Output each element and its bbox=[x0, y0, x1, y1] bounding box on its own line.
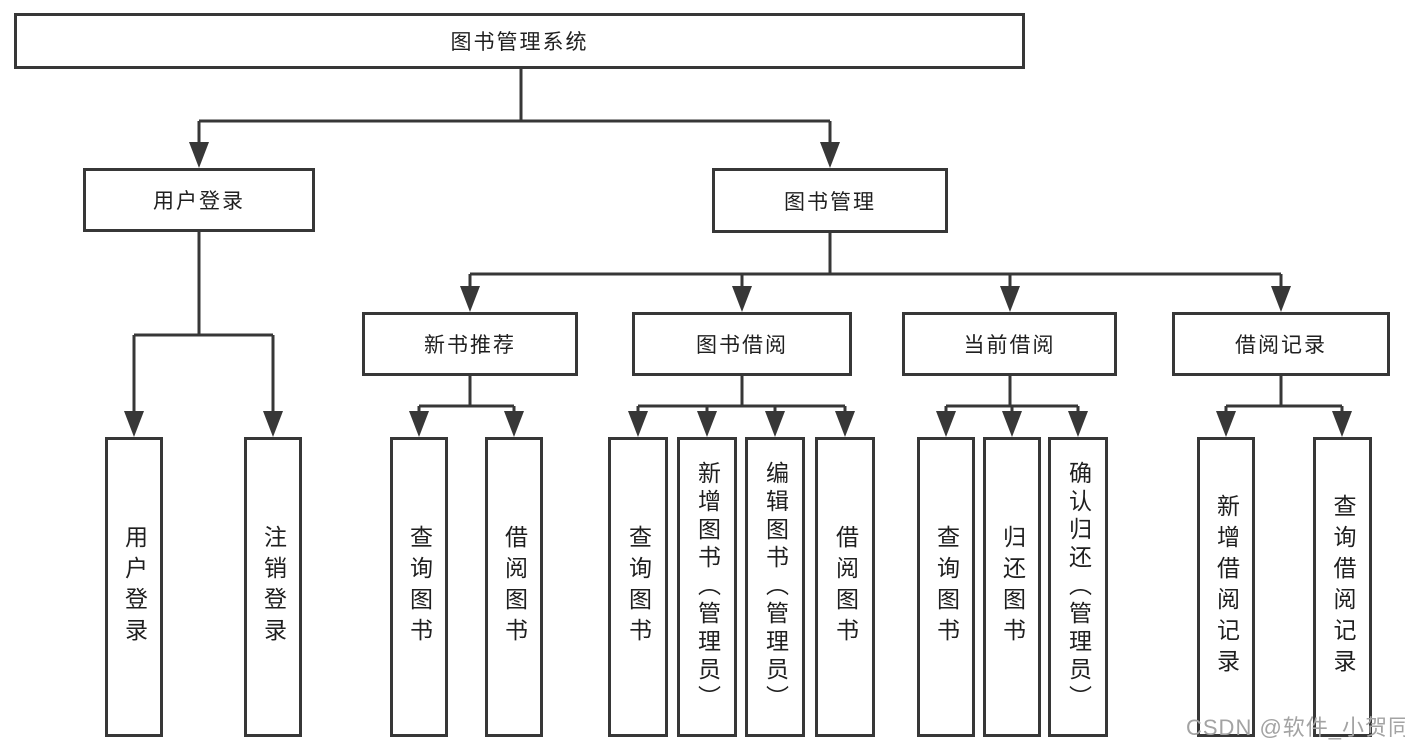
node-label: 当前借阅 bbox=[963, 334, 1056, 357]
node-label: 确认归还（管理员） bbox=[1065, 461, 1092, 713]
watermark: CSDN @软件_小贺同学 bbox=[1186, 715, 1405, 740]
node-book-management: 图书管理 bbox=[712, 168, 948, 233]
leaf-return-books: 归还图书 bbox=[983, 437, 1041, 737]
node-label: 查询图书 bbox=[406, 525, 433, 649]
node-label: 借阅记录 bbox=[1235, 334, 1327, 357]
node-label: 用户登录 bbox=[121, 525, 148, 649]
leaf-query-borrow-record: 查询借阅记录 bbox=[1313, 437, 1372, 737]
node-label: 图书借阅 bbox=[696, 334, 788, 357]
node-label: 查询图书 bbox=[933, 525, 960, 649]
leaf-user-login: 用户登录 bbox=[105, 437, 163, 737]
leaf-confirm-return-admin: 确认归还（管理员） bbox=[1048, 437, 1108, 737]
node-library-management-system: 图书管理系统 bbox=[14, 13, 1025, 69]
leaf-add-books-admin: 新增图书（管理员） bbox=[677, 437, 737, 737]
node-book-borrowing: 图书借阅 bbox=[632, 312, 852, 376]
node-user-login: 用户登录 bbox=[83, 168, 315, 232]
node-new-book-recommendation: 新书推荐 bbox=[362, 312, 578, 376]
node-label: 用户登录 bbox=[153, 190, 245, 213]
node-label: 图书管理 bbox=[784, 190, 876, 214]
node-label: 图书管理系统 bbox=[450, 31, 589, 54]
leaf-borrow-books-recommend: 借阅图书 bbox=[485, 437, 543, 737]
leaf-add-borrow-record: 新增借阅记录 bbox=[1197, 437, 1255, 737]
node-label: 归还图书 bbox=[999, 525, 1026, 649]
node-label: 新增借阅记录 bbox=[1213, 494, 1240, 680]
leaf-query-books-recommend: 查询图书 bbox=[390, 437, 448, 737]
node-current-borrowing: 当前借阅 bbox=[902, 312, 1117, 376]
leaf-logout: 注销登录 bbox=[244, 437, 302, 737]
leaf-borrow-books-borrow: 借阅图书 bbox=[815, 437, 875, 737]
node-label: 查询图书 bbox=[625, 525, 652, 649]
node-label: 新书推荐 bbox=[424, 334, 516, 357]
node-label: 新增图书（管理员） bbox=[694, 461, 721, 713]
node-label: 借阅图书 bbox=[832, 525, 859, 649]
node-borrowing-records: 借阅记录 bbox=[1172, 312, 1390, 376]
node-label: 借阅图书 bbox=[501, 525, 528, 649]
node-label: 编辑图书（管理员） bbox=[762, 461, 789, 713]
node-label: 查询借阅记录 bbox=[1330, 494, 1356, 680]
node-label: 注销登录 bbox=[260, 525, 287, 649]
leaf-edit-books-admin: 编辑图书（管理员） bbox=[745, 437, 805, 737]
leaf-query-books-current: 查询图书 bbox=[917, 437, 975, 737]
leaf-query-books-borrow: 查询图书 bbox=[608, 437, 668, 737]
